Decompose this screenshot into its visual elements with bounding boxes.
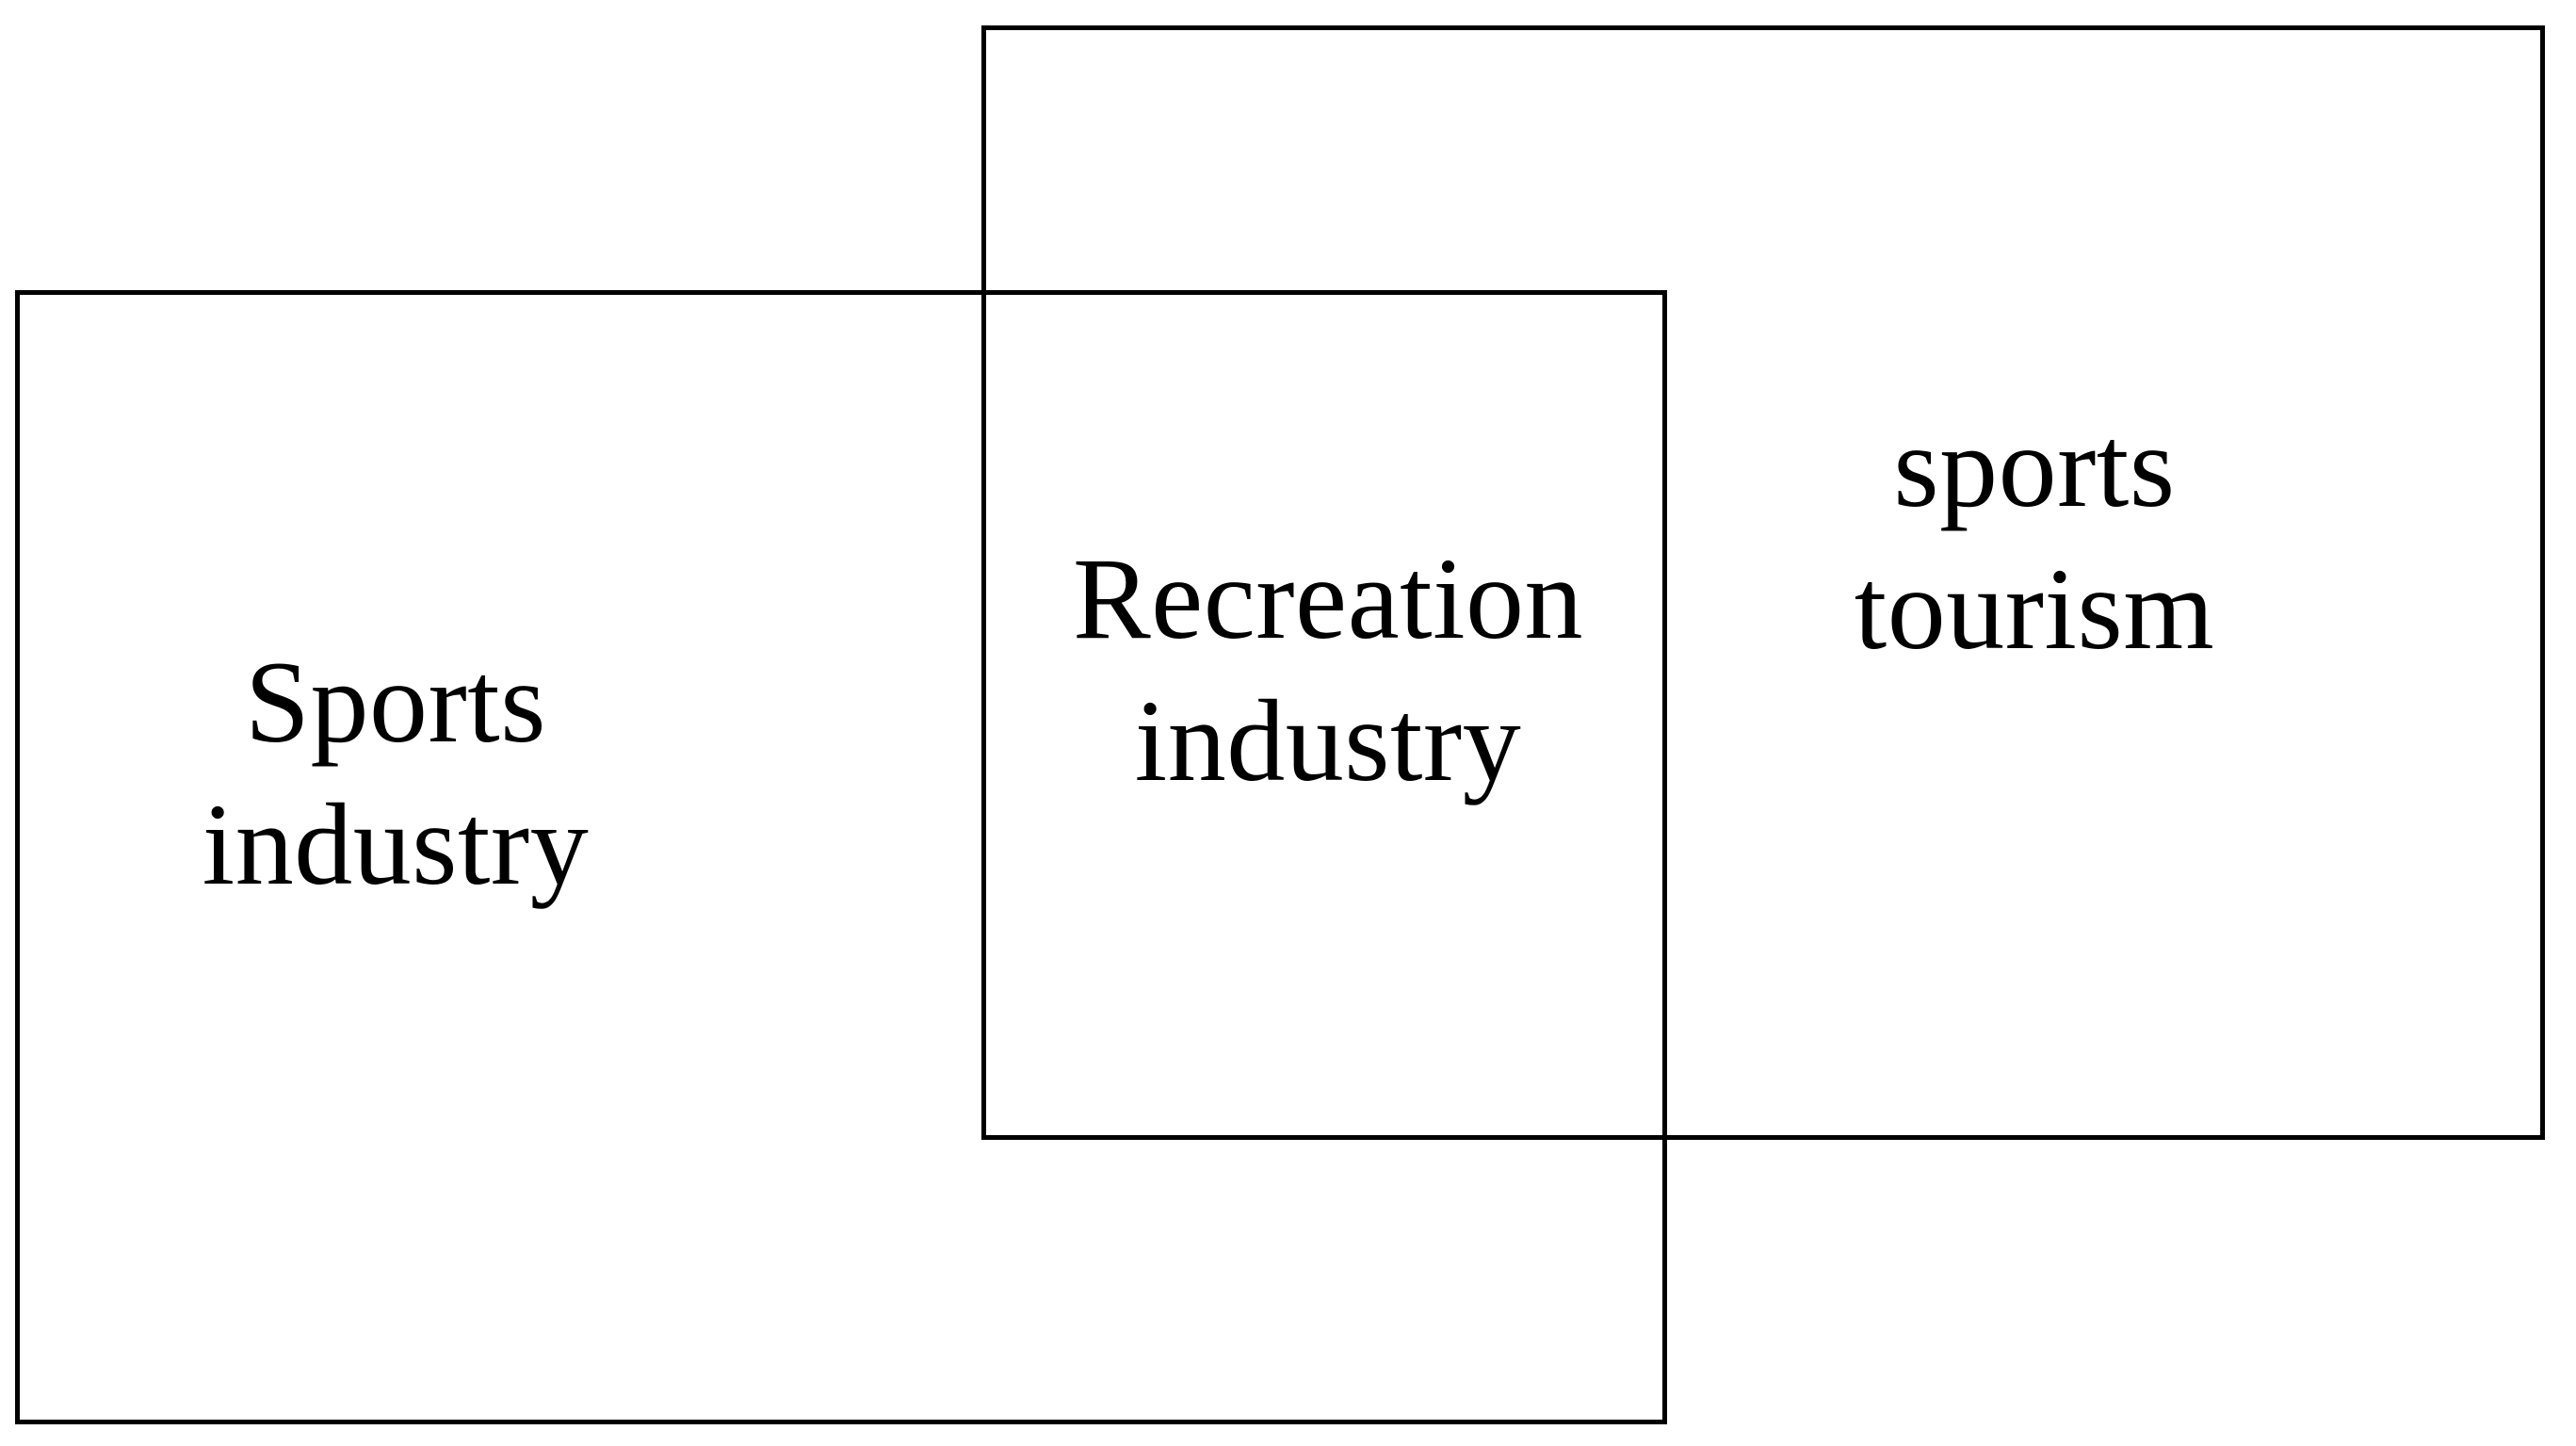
label-sports-industry: Sports industry <box>202 638 590 910</box>
label-sports-tourism: sports tourism <box>1854 402 2215 674</box>
label-recreation-industry: Recreation industry <box>1072 534 1584 806</box>
region-recreation-industry <box>981 290 1667 1140</box>
